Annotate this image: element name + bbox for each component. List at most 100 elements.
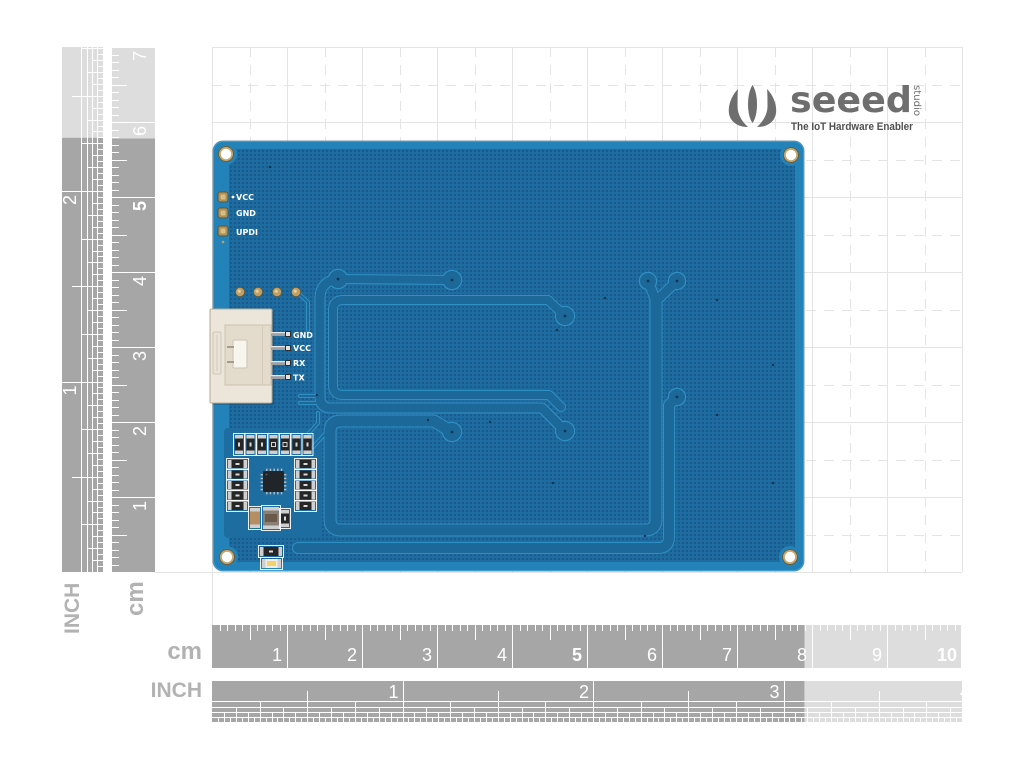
component-terminal: [311, 470, 315, 479]
ruler-label: 10: [937, 645, 957, 665]
antenna-trace: [315, 274, 570, 436]
component-terminal: [292, 450, 301, 454]
connector-cavity: [224, 324, 272, 386]
ruler-measured-span: [112, 138, 155, 572]
pin-lead: [271, 332, 286, 336]
silkscreen-outline: [279, 508, 291, 529]
smd-resistor: [233, 433, 245, 456]
component-terminal: [311, 502, 315, 510]
antenna-trace: [329, 296, 569, 411]
pad-highlight: [274, 289, 278, 293]
pin-solder-joint: [285, 331, 291, 337]
resistor-marking: [303, 494, 308, 497]
silkscreen-outline: [261, 505, 281, 531]
antenna-trace: [334, 275, 456, 284]
component-body: [250, 508, 260, 528]
diode-marking: [271, 442, 276, 447]
chip-body: [263, 471, 284, 492]
resistor-marking: [235, 494, 240, 497]
via: [771, 363, 775, 367]
pad-highlight: [237, 289, 241, 293]
resistor-marking: [238, 442, 240, 447]
connector-pin: [271, 360, 291, 366]
via: [336, 277, 340, 281]
ruler-label: 9: [872, 645, 882, 665]
smd-resistor: [258, 545, 284, 558]
chip-pin: [260, 474, 263, 476]
silkscreen-outline: [226, 458, 249, 470]
component-terminal: [281, 510, 289, 514]
smd-resistor: [294, 479, 317, 491]
chip-pin: [284, 488, 287, 491]
nfc-controller-chip: [260, 468, 287, 495]
silkscreen-outline: [294, 489, 317, 502]
ruler-label: 6: [130, 126, 150, 136]
silkscreen-outline: [301, 433, 314, 456]
component-terminal: [311, 491, 315, 500]
resistor-marking: [303, 463, 308, 465]
via: [268, 165, 272, 169]
component-terminal: [311, 460, 315, 468]
chip-pin: [269, 492, 272, 495]
header-label-updi: UPDI: [236, 228, 258, 237]
programming-header: [217, 191, 235, 244]
chip-pin: [277, 492, 279, 495]
pin-lead: [271, 375, 286, 379]
chip-pin: [280, 492, 283, 495]
resistor-marking: [295, 442, 298, 447]
pcb-detail-layer: VCC GND UPDI GND VCC RX TX: [209, 143, 802, 570]
via: [450, 278, 454, 282]
component-terminal: [296, 481, 300, 489]
component-terminal: [243, 460, 247, 468]
smd-capacitor: [248, 506, 262, 530]
component-terminal: [258, 435, 266, 439]
component-terminal: [281, 450, 289, 454]
smd-resistor: [294, 489, 317, 502]
silkscreen-outline: [226, 500, 249, 512]
component-terminal: [243, 481, 247, 489]
component-terminal: [269, 450, 278, 454]
component-terminal: [228, 481, 232, 489]
ruler-label: 2: [579, 682, 589, 702]
via: [555, 328, 559, 332]
vias: [268, 165, 775, 538]
hole-opening: [221, 551, 233, 563]
silkscreen-outline: [267, 433, 280, 456]
pad-highlight: [255, 289, 259, 293]
resistor-marking: [235, 505, 240, 507]
ruler-label: 2: [130, 426, 150, 436]
via: [715, 298, 719, 302]
hole-opening: [784, 551, 796, 563]
smd-resistor: [256, 433, 268, 456]
component-terminal: [246, 450, 255, 454]
led-lens: [267, 561, 276, 566]
pad-solder: [220, 194, 226, 200]
smd-resistor: [294, 500, 317, 512]
component-terminal: [311, 481, 315, 489]
component-terminal: [262, 559, 266, 568]
leaf-left-petal: [728, 89, 748, 127]
antenna-trace: [312, 433, 326, 448]
chip-pin: [284, 477, 287, 480]
chip-pin: [269, 468, 272, 471]
component-terminal: [228, 491, 232, 500]
silkscreen-outline: [294, 458, 317, 470]
grid-extension-lines: [155, 572, 213, 625]
seeed-studio-logo: seeed studio The IoT Hardware Enabler: [728, 80, 922, 133]
component-terminal: [263, 525, 279, 529]
resistor-marking: [235, 484, 240, 486]
smd-diode: [267, 433, 280, 456]
component-terminal: [228, 502, 232, 510]
component-terminal: [228, 460, 232, 468]
vertical-cm-unit-label: cm: [122, 581, 149, 616]
pin-highlight: [271, 346, 286, 348]
silkscreen-outline: [260, 557, 283, 570]
via: [603, 296, 607, 300]
inductor-winding: [265, 514, 277, 522]
smd-resistor: [226, 479, 249, 491]
chip-pin: [284, 481, 287, 483]
component-body: [269, 435, 278, 454]
ruler-remaining-span: [804, 625, 962, 668]
chip-pin: [266, 468, 268, 471]
